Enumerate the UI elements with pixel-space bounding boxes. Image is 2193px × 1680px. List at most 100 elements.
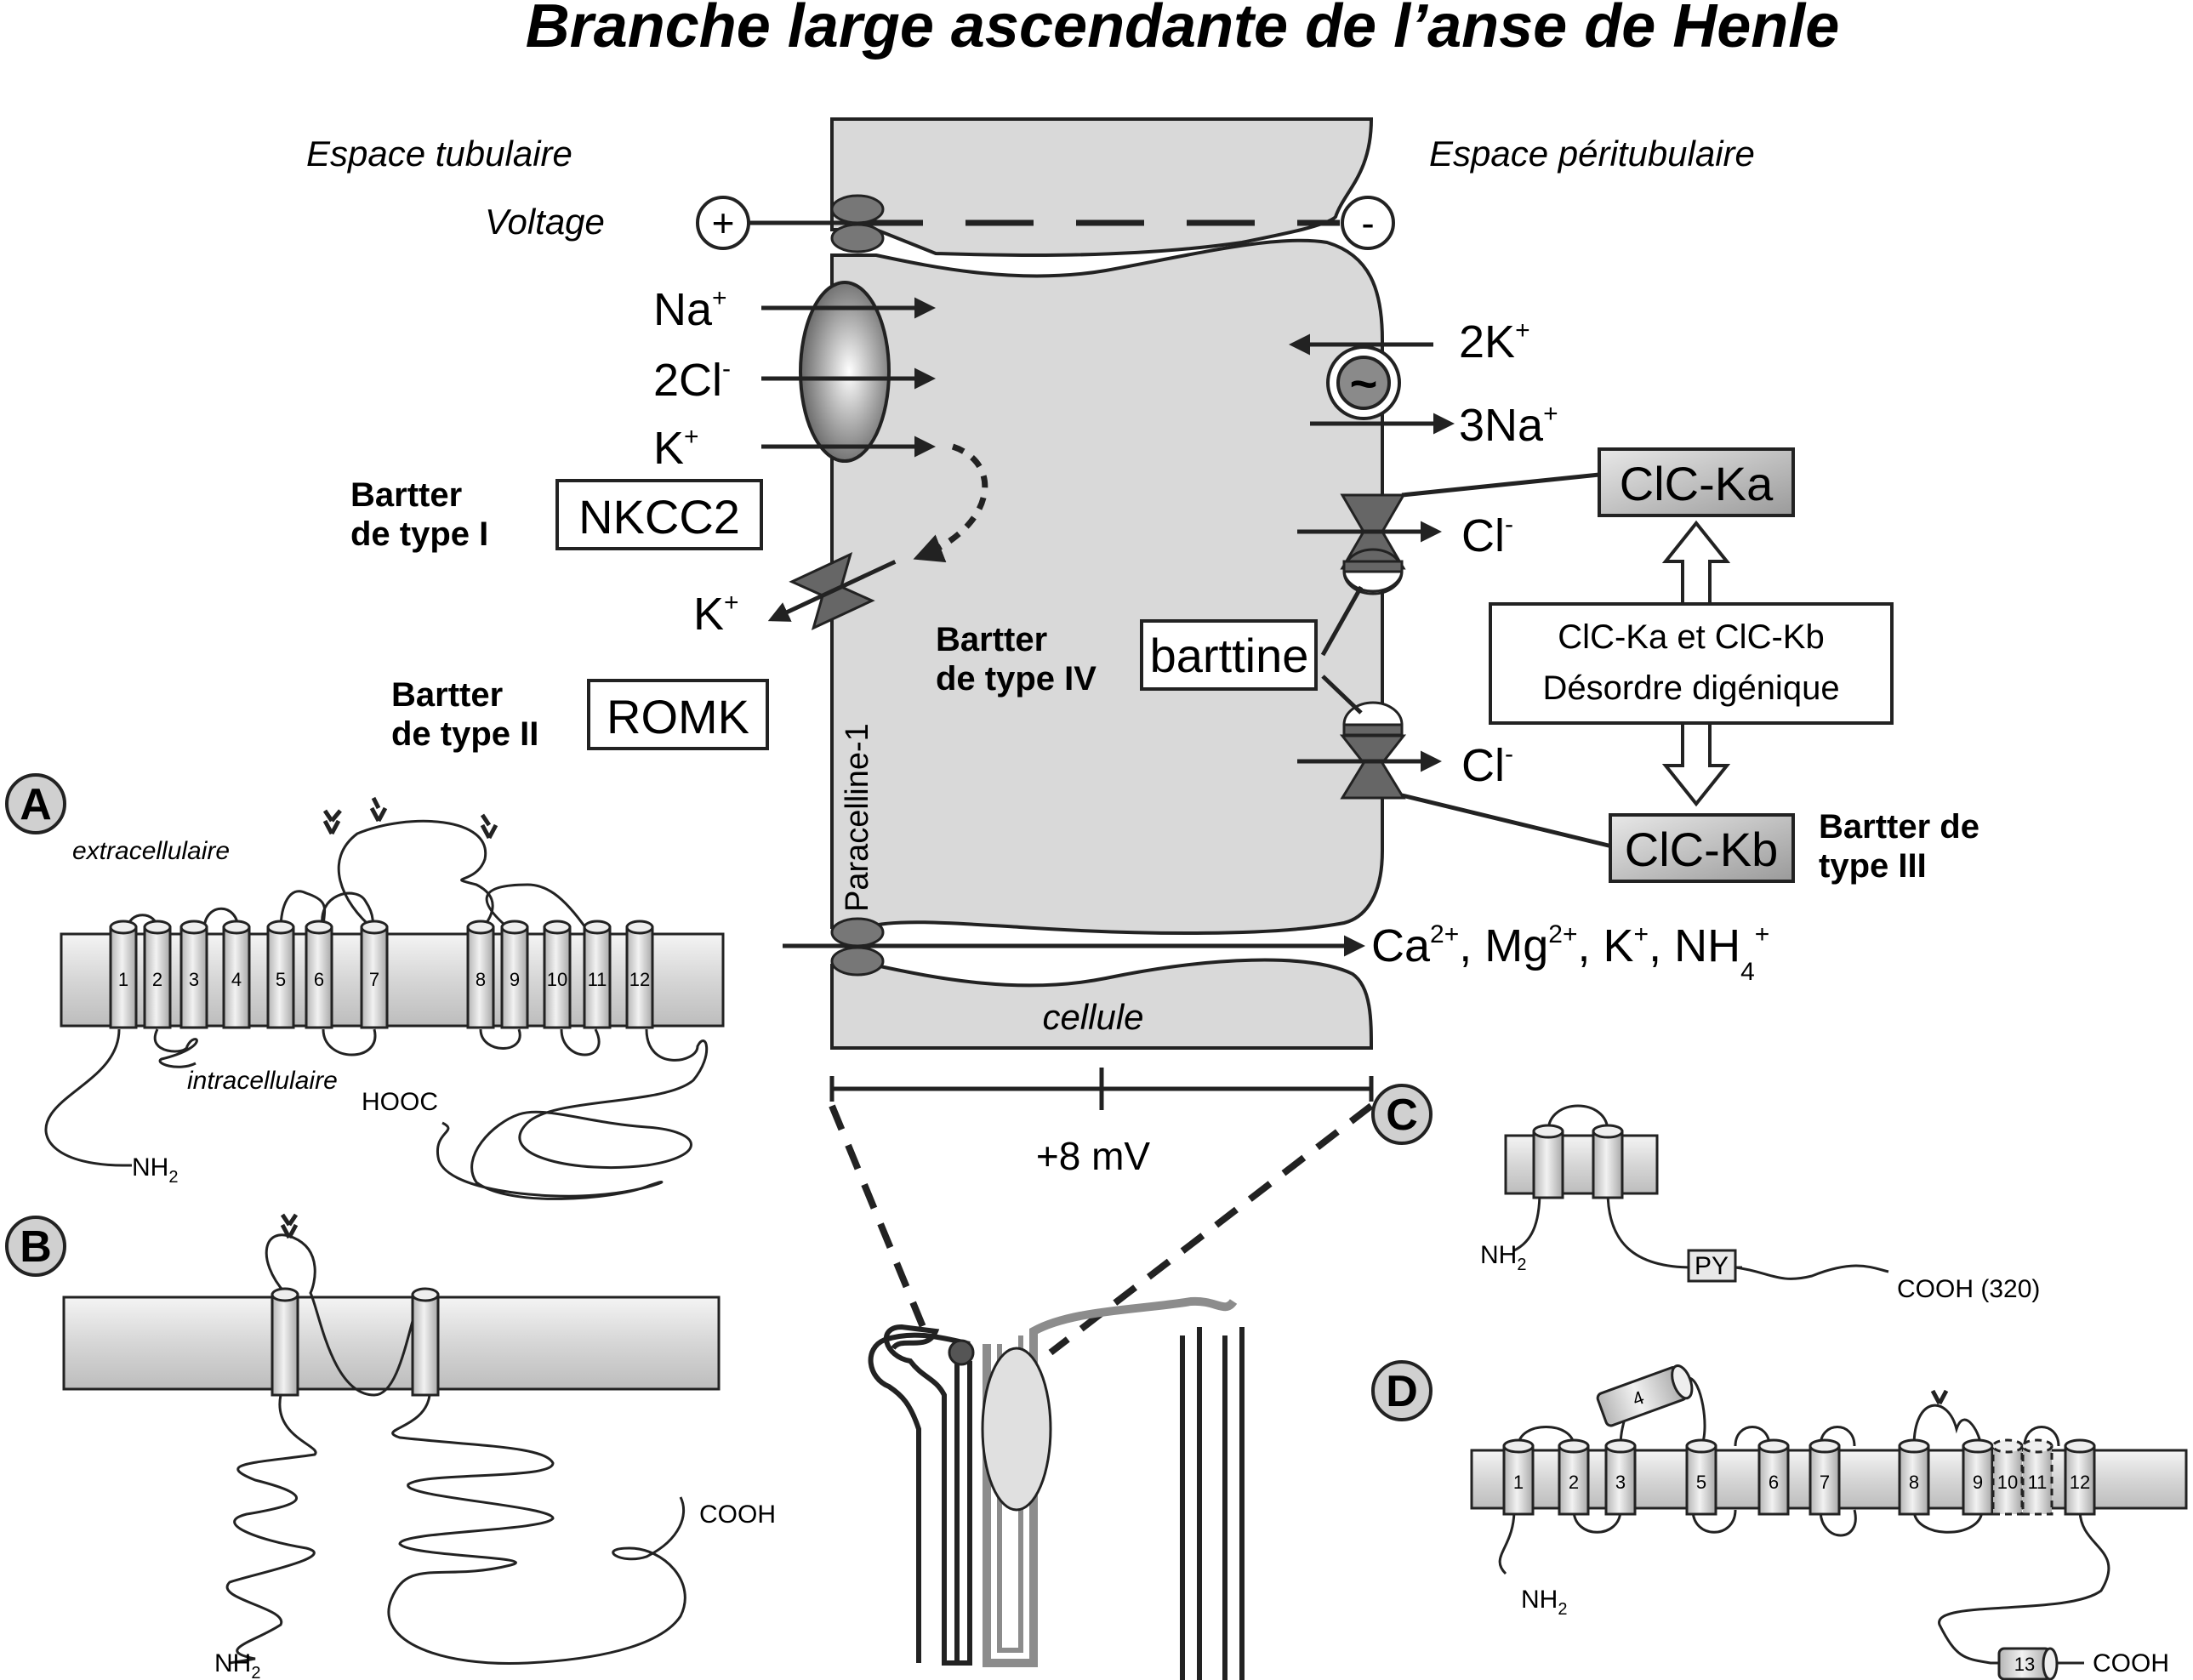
blood-label: Espace péritubulaire [1429, 134, 1755, 174]
panel-a-tm-9: 9 [500, 920, 529, 1029]
svg-text:11: 11 [2028, 1472, 2048, 1493]
panel-c-tm-1 [1532, 1124, 1564, 1199]
paracellular-pathway [783, 917, 1365, 977]
panel-a-tm-1: 1 [109, 920, 138, 1029]
clckb-box [1609, 813, 1795, 883]
svg-text:3: 3 [189, 969, 199, 990]
panel-a-tm-2: 2 [143, 920, 172, 1029]
panel-a-letter-circle [5, 773, 66, 834]
panel-d-letter-circle [1371, 1360, 1433, 1421]
k-label: K+ [653, 423, 699, 474]
svg-text:6: 6 [314, 969, 324, 990]
svg-text:1: 1 [118, 969, 128, 990]
panel-d-tm-11: 11 [2021, 1438, 2053, 1516]
paracellin-label: Paracelline-1 [840, 723, 875, 912]
svg-text:12: 12 [2070, 1472, 2090, 1493]
svg-text:2: 2 [152, 969, 162, 990]
digenic-line2: Désordre digénique [1542, 669, 1839, 707]
minus-sign: - [1361, 201, 1374, 245]
panel-a-nterm: NH2 [132, 1153, 178, 1187]
barttine-label: barttine [1150, 629, 1309, 682]
svg-text:2: 2 [1569, 1472, 1579, 1493]
panel-a-membrane [60, 932, 725, 1028]
panel-a-intracellular: intracellulaire [187, 1067, 338, 1095]
panel-a-tm-10: 10 [543, 920, 572, 1029]
potential-label: +8 mV [1036, 1134, 1151, 1178]
potential-scale [829, 1068, 1374, 1110]
clcka-box [1598, 447, 1795, 517]
pump-symbol: ~ [1350, 356, 1378, 410]
nephron-schematic [868, 1296, 1245, 1680]
svg-text:1: 1 [1513, 1472, 1524, 1493]
panel-b-nterm: NH2 [214, 1649, 260, 1680]
panel-a-tm-3: 3 [179, 920, 208, 1029]
cell-label: cellule [1042, 997, 1143, 1037]
panel-a-extracellular: extracellulaire [72, 837, 230, 865]
svg-text:3: 3 [1615, 1472, 1626, 1493]
svg-text:10: 10 [1997, 1472, 2018, 1493]
panel-d-seg13: 13 [1997, 1647, 2059, 1680]
digenic-line1: ClC-Ka et ClC-Kb [1558, 618, 1824, 656]
figure-title: Branche large ascendante de l’anse de He… [526, 0, 1840, 60]
svg-text:7: 7 [1820, 1472, 1830, 1493]
panel-b-cterm: COOH [699, 1501, 776, 1529]
panel-d-tm-3: 3 [1604, 1438, 1637, 1516]
svg-text:7: 7 [369, 969, 379, 990]
panel-c-tm-2 [1592, 1124, 1624, 1199]
panel-b: B NH2 COOH [5, 1213, 776, 1680]
panel-d-tm-10: 10 [1991, 1438, 2024, 1516]
plus-sign: + [712, 201, 735, 245]
k-secreted-label: K+ [693, 589, 739, 640]
voltage-label: Voltage [485, 202, 605, 242]
panel-c-tm-segments [1532, 1124, 1624, 1199]
panel-c-cterm: COOH (320) [1897, 1275, 2040, 1303]
panel-d-tm-8: 8 [1898, 1438, 1930, 1516]
panel-a-tm-5: 5 [266, 920, 295, 1029]
digenic-box [1489, 602, 1894, 725]
panel-b-tm-segments [271, 1287, 440, 1397]
panel-a-tm-6: 6 [305, 920, 333, 1029]
svg-text:6: 6 [1769, 1472, 1779, 1493]
panel-a-tm-7: 7 [360, 920, 389, 1029]
svg-text:9: 9 [510, 969, 520, 990]
tight-junction-top [830, 194, 885, 225]
panel-a-tm-12: 12 [625, 920, 654, 1029]
panel-c-membrane [1504, 1134, 1659, 1195]
lumen-label: Espace tubulaire [306, 134, 572, 174]
cell-body [830, 117, 1384, 1050]
svg-text:9: 9 [1973, 1472, 1983, 1493]
panel-b-letter-circle [5, 1216, 66, 1277]
romk-box [587, 679, 769, 750]
panel-c-nterm: NH2 [1480, 1241, 1526, 1274]
na3-label: 3Na+ [1459, 400, 1558, 451]
panel-c-letter-circle [1371, 1084, 1433, 1145]
panel-b-membrane [62, 1296, 721, 1391]
svg-text:11: 11 [588, 969, 607, 990]
barttine-box [1140, 619, 1318, 691]
minus-circle [1341, 196, 1395, 250]
clckb-label: ClC-Kb [1625, 823, 1778, 876]
panel-d-seg4: 4 [1596, 1364, 1694, 1427]
panel-a: A extracellulaire intracellulaire NH2 HO… [5, 773, 725, 1200]
svg-text:13: 13 [2014, 1654, 2035, 1675]
panel-a-tm-11: 11 [583, 920, 612, 1029]
panel-d-tm-12: 12 [2064, 1438, 2096, 1516]
panel-a-letter: A [20, 780, 52, 829]
up-arrow [1661, 520, 1731, 606]
panel-d-nterm: NH2 [1521, 1586, 1567, 1619]
panel-b-letter: B [20, 1222, 52, 1272]
panel-a-tm-8: 8 [466, 920, 495, 1029]
panel-b-tm-2 [411, 1287, 440, 1397]
panel-d-tm-5: 5 [1685, 1438, 1717, 1516]
svg-text:8: 8 [1909, 1472, 1919, 1493]
svg-text:12: 12 [629, 969, 650, 990]
svg-text:8: 8 [476, 969, 486, 990]
nkcc2-transporter [761, 281, 936, 463]
